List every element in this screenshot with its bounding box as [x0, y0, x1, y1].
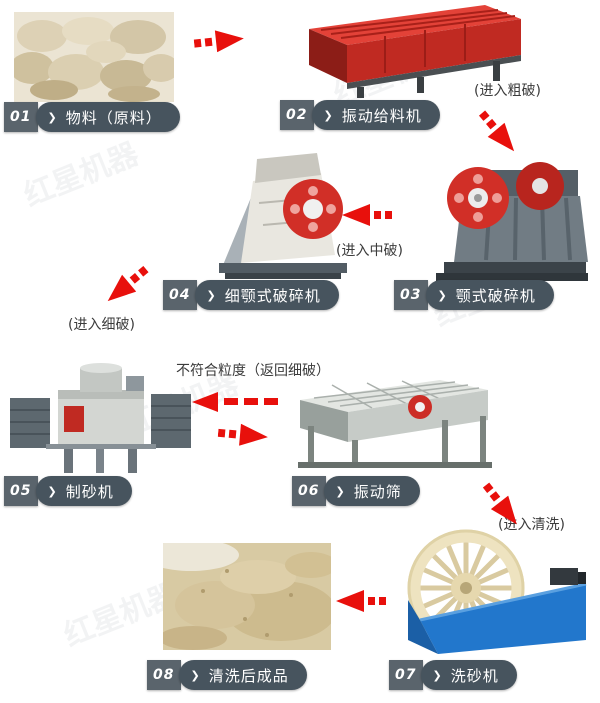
step-06-pill: ❯ 振动筛	[324, 476, 420, 506]
sand-making-machine-illustration	[8, 358, 193, 476]
step-07-pill: ❯ 洗砂机	[421, 660, 517, 690]
step-07-label: 07 ❯ 洗砂机	[389, 660, 517, 690]
step-01-number: 01	[4, 102, 39, 132]
step-08-label: 08 ❯ 清洗后成品	[147, 660, 307, 690]
step-01-pill: ❯ 物料（原料）	[36, 102, 180, 132]
annotation-return-to-fine-crushing: 不符合粒度（返回细破）	[176, 363, 330, 379]
dashed-return-arrow-left-icon	[192, 392, 284, 412]
step-04-title: 细颚式破碎机	[224, 286, 321, 305]
arrow-right-icon	[193, 27, 245, 54]
arrow-right-icon	[217, 422, 269, 448]
sand-washing-machine-illustration	[402, 528, 592, 660]
vibrating-feeder-illustration	[295, 3, 530, 100]
step-02-title: 振动给料机	[341, 106, 422, 125]
step-02-label: 02 ❯ 振动给料机	[280, 100, 440, 130]
step-08-title: 清洗后成品	[208, 666, 289, 685]
step-07-title: 洗砂机	[450, 666, 499, 685]
step-05-pill: ❯ 制砂机	[36, 476, 132, 506]
fine-jaw-crusher-illustration	[213, 145, 358, 283]
step-07-number: 07	[389, 660, 424, 690]
jaw-crusher-illustration	[428, 152, 593, 284]
arrow-down-right-icon	[477, 478, 525, 531]
step-08-pill: ❯ 清洗后成品	[179, 660, 307, 690]
step-02-pill: ❯ 振动给料机	[312, 100, 440, 130]
chevron-right-icon: ❯	[335, 484, 346, 498]
chevron-right-icon: ❯	[432, 668, 443, 682]
step-04-number: 04	[163, 280, 198, 310]
step-03-label: 03 ❯ 颚式破碎机	[394, 280, 554, 310]
chevron-right-icon: ❯	[47, 110, 58, 124]
arrow-down-left-icon	[101, 261, 153, 310]
annotation-to-fine-crushing: (进入细破)	[68, 317, 135, 333]
annotation-to-medium-crushing: (进入中破)	[336, 243, 403, 259]
step-05-number: 05	[4, 476, 39, 506]
chevron-right-icon: ❯	[323, 108, 334, 122]
step-02-number: 02	[280, 100, 315, 130]
chevron-right-icon: ❯	[47, 484, 58, 498]
step-06-title: 振动筛	[353, 482, 402, 501]
washed-product-photo	[163, 543, 331, 650]
step-03-number: 03	[394, 280, 429, 310]
step-01-label: 01 ❯ 物料（原料）	[4, 102, 180, 132]
raw-material-photo	[14, 12, 174, 102]
chevron-right-icon: ❯	[206, 288, 217, 302]
step-01-title: 物料（原料）	[65, 108, 162, 127]
step-04-pill: ❯ 细颚式破碎机	[195, 280, 339, 310]
step-05-title: 制砂机	[65, 482, 114, 501]
step-04-label: 04 ❯ 细颚式破碎机	[163, 280, 339, 310]
step-05-label: 05 ❯ 制砂机	[4, 476, 132, 506]
chevron-right-icon: ❯	[190, 668, 201, 682]
step-08-number: 08	[147, 660, 182, 690]
step-03-pill: ❯ 颚式破碎机	[426, 280, 554, 310]
annotation-to-coarse-crushing: (进入粗破)	[474, 83, 541, 99]
arrow-down-right-icon	[474, 106, 523, 158]
arrow-left-icon	[336, 590, 386, 612]
chevron-right-icon: ❯	[437, 288, 448, 302]
step-06-label: 06 ❯ 振动筛	[292, 476, 420, 506]
arrow-left-icon	[342, 204, 392, 226]
watermark: 红星机器	[19, 136, 144, 214]
step-03-title: 颚式破碎机	[455, 286, 536, 305]
step-06-number: 06	[292, 476, 327, 506]
vibrating-screen-illustration	[292, 376, 497, 471]
